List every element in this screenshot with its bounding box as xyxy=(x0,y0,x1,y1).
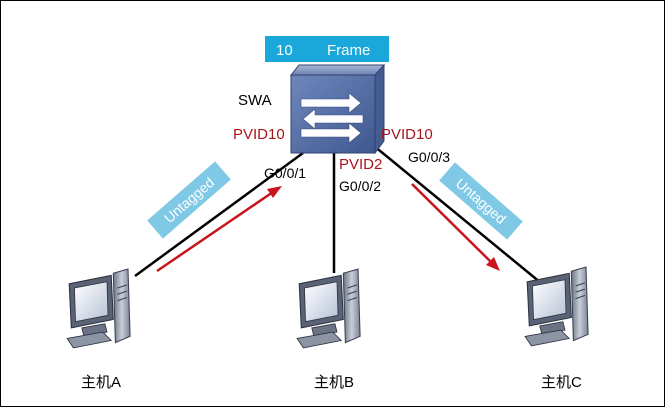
untagged-tag-left: Untagged xyxy=(147,161,231,239)
switch-icon xyxy=(289,63,386,155)
link-a xyxy=(134,151,304,278)
switch-name: SWA xyxy=(238,92,272,109)
frame-label: Frame xyxy=(327,42,370,59)
arrow-egress xyxy=(411,183,500,271)
frame-banner: 10 Frame xyxy=(265,36,389,62)
computer-icon-b xyxy=(296,268,361,349)
host-a-name: 主机A xyxy=(81,374,121,391)
arrow-ingress xyxy=(156,186,282,273)
svg-text:Untagged: Untagged xyxy=(161,174,217,226)
link-c xyxy=(367,140,542,284)
frame-vlan: 10 xyxy=(276,42,293,59)
port-g1-pvid: PVID10 xyxy=(233,126,285,143)
host-c-name: 主机C xyxy=(541,374,582,391)
port-g3-name: G0/0/3 xyxy=(408,149,450,165)
port-g2-name: G0/0/2 xyxy=(339,178,381,194)
untagged-tag-right: Untagged xyxy=(439,162,523,240)
host-b-name: 主机B xyxy=(314,374,354,391)
port-g3-pvid: PVID10 xyxy=(381,126,433,143)
port-g2-pvid: PVID2 xyxy=(339,156,382,173)
computer-icon-a xyxy=(66,268,131,349)
port-g1-name: G0/0/1 xyxy=(264,165,306,181)
